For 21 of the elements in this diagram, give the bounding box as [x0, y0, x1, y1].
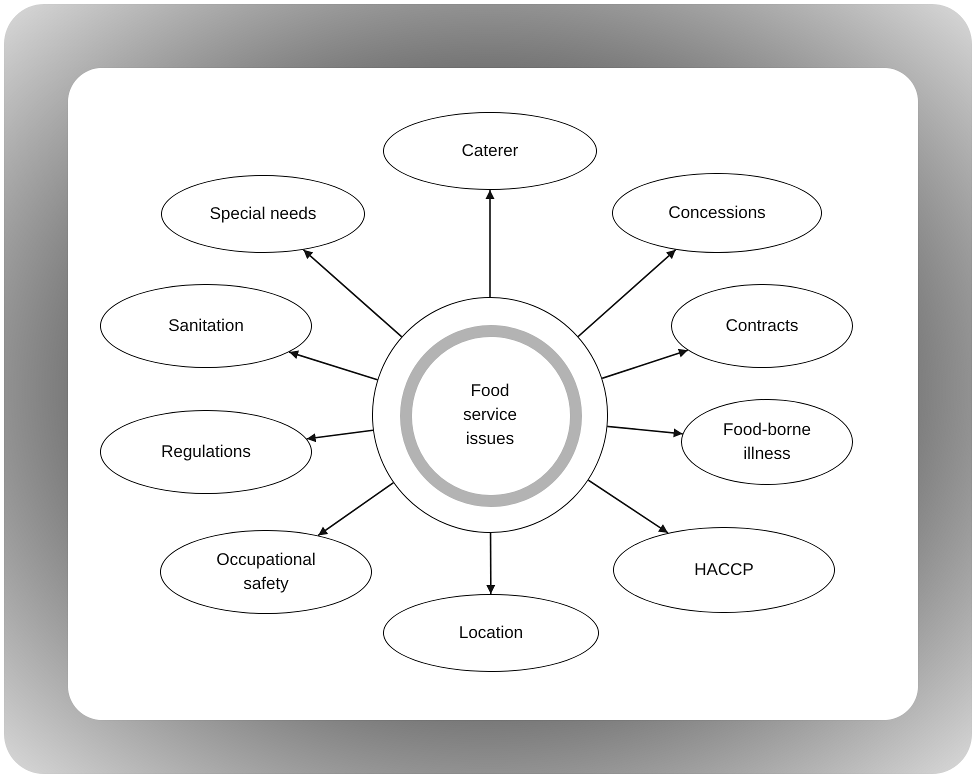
node-label: Concessions — [667, 202, 767, 224]
arrow — [486, 533, 496, 594]
node-label: Sanitation — [167, 315, 245, 337]
node-label: Food-borne illness — [722, 419, 812, 465]
node-label: HACCP — [693, 559, 755, 581]
node-label: Caterer — [460, 140, 520, 162]
arrow — [288, 350, 378, 380]
arrow — [318, 482, 394, 536]
node-label: Occupational safety — [215, 549, 317, 595]
arrow — [486, 190, 494, 297]
node-label: Regulations — [160, 441, 252, 463]
arrow — [602, 348, 688, 380]
arrow — [302, 249, 402, 338]
node-label: Special needs — [208, 203, 318, 225]
node-label: Food service issues — [462, 380, 518, 450]
arrow — [306, 429, 374, 442]
node-label: Location — [458, 622, 524, 644]
arrow — [578, 249, 676, 338]
arrow — [607, 426, 683, 438]
arrow — [588, 480, 668, 534]
node-label: Contracts — [724, 315, 800, 337]
